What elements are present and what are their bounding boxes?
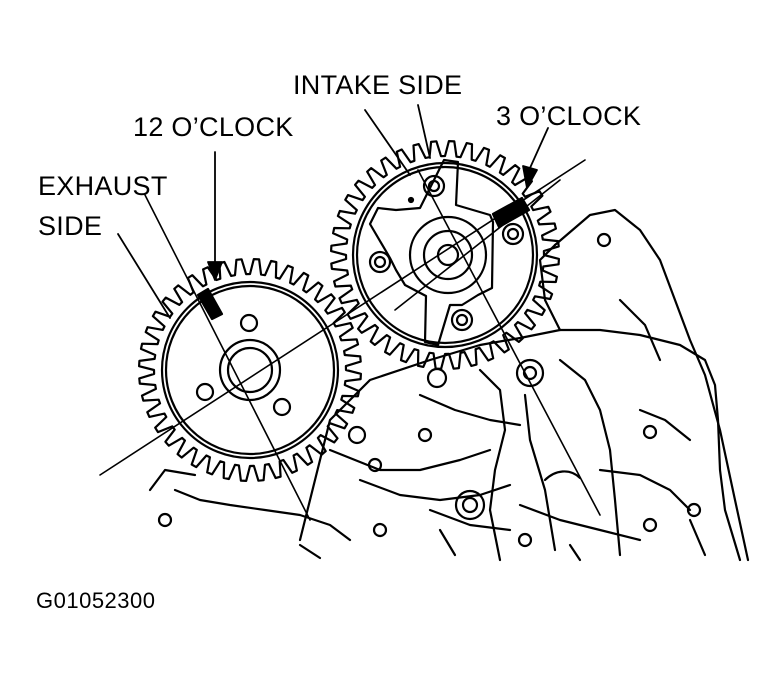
intake-gear-teeth: [330, 140, 560, 370]
figure-code: G01052300: [36, 588, 156, 613]
three-oclock-label: 3 O’CLOCK: [496, 101, 642, 131]
exhaust-side-label-line1: EXHAUST: [38, 171, 168, 201]
twelve-oclock-label: 12 O’CLOCK: [133, 112, 294, 142]
intake-timing-mark: [491, 196, 531, 229]
exhaust-gear-teeth: [138, 258, 362, 482]
reference-centerlines: [99, 159, 601, 521]
exhaust-side-label-line2: SIDE: [38, 211, 103, 241]
exhaust-camshaft-sprocket: [138, 258, 362, 482]
engine-block-casting: [148, 208, 750, 562]
intake-side-label: INTAKE SIDE: [293, 70, 463, 100]
intake-camshaft-sprocket: [330, 140, 560, 370]
exhaust-timing-mark: [196, 287, 224, 321]
label-leader-lines: [117, 104, 549, 319]
